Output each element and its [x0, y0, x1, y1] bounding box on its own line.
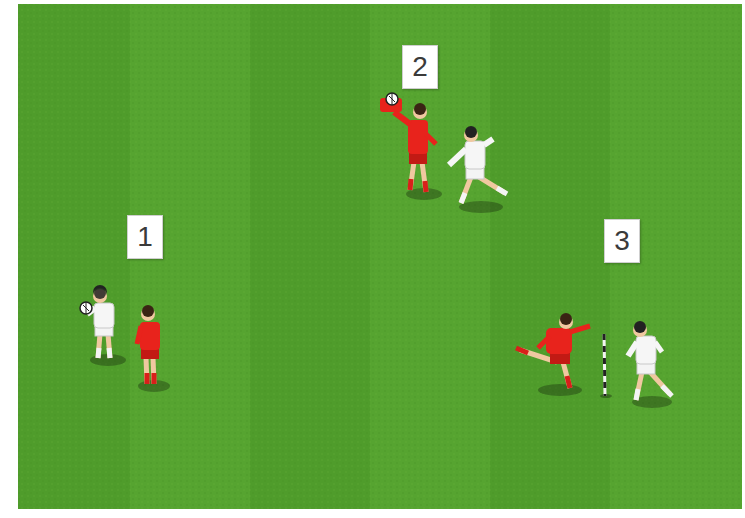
callout-number: 3	[614, 226, 630, 257]
white-player	[80, 285, 126, 366]
callout-number: 2	[412, 52, 428, 83]
callout-box: 1	[127, 215, 163, 259]
callout-box: 2	[402, 45, 438, 89]
callout-number: 1	[137, 222, 153, 253]
red-player	[516, 313, 590, 396]
callout-box: 3	[604, 219, 640, 263]
grass	[18, 4, 742, 509]
white-player	[449, 126, 507, 213]
slalom-pole	[600, 334, 612, 398]
grass-texture	[18, 4, 742, 509]
white-player	[628, 321, 672, 408]
red-player	[380, 93, 442, 200]
red-player	[137, 305, 170, 392]
